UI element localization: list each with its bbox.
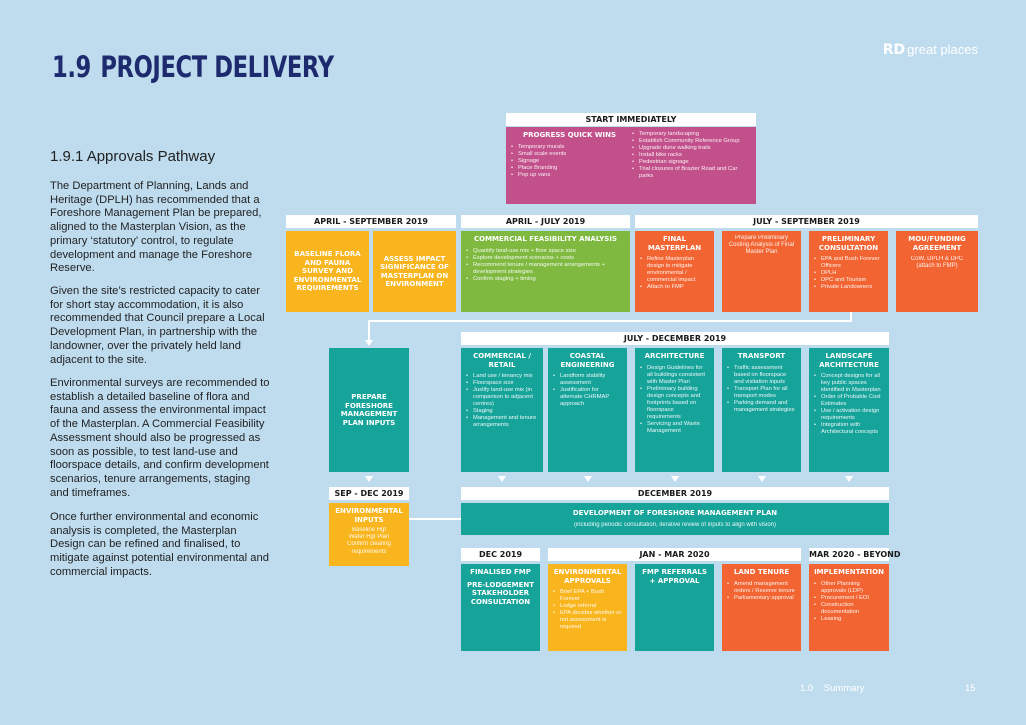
- mou-funding-box: MOU/FUNDING AGREEMENT CoW, DPLH & DPC (a…: [896, 231, 978, 312]
- baseline-flora-box: BASELINE FLORA AND FAUNA SURVEY AND ENVI…: [286, 231, 369, 312]
- prepare-fmp-inputs-box: PREPARE FORESHORE MANAGEMENT PLAN INPUTS: [329, 348, 409, 472]
- phase-header: APRIL - SEPTEMBER 2019: [286, 215, 456, 228]
- intro-paragraph: Environmental surveys are recommended to…: [50, 377, 270, 499]
- arrow-down-icon: [845, 476, 853, 482]
- environmental-approvals-box: ENVIRONMENTAL APPROVALS Brief EPA + Bush…: [548, 564, 627, 651]
- phase-header: DEC 2019: [461, 548, 540, 561]
- arrow-down-icon: [365, 476, 373, 482]
- connector-line: [368, 320, 370, 340]
- arrow-down-icon: [671, 476, 679, 482]
- quick-wins-box: PROGRESS QUICK WINS Temporary muralsSmal…: [506, 127, 756, 204]
- phase-header: DECEMBER 2019: [461, 487, 889, 500]
- transport-box: TRANSPORT Traffic assessment based on fl…: [722, 348, 801, 472]
- land-tenure-box: LAND TENURE Amend management orders / Re…: [722, 564, 801, 651]
- phase-header: APRIL - JULY 2019: [461, 215, 630, 228]
- phase-header: MAR 2020 - BEYOND: [809, 548, 901, 561]
- phase-header: JULY - DECEMBER 2019: [461, 332, 889, 345]
- development-fmp-box: DEVELOPMENT OF FORESHORE MANAGEMENT PLAN…: [461, 503, 889, 535]
- environmental-inputs-box: ENVIRONMENTAL INPUTS Baseline Hgt Water …: [329, 503, 409, 566]
- arrow-down-icon: [584, 476, 592, 482]
- page-number: 15: [965, 683, 976, 694]
- final-masterplan-box: FINAL MASTERPLAN Refine Masterplan desig…: [635, 231, 714, 312]
- intro-paragraph: Once further environmental and economic …: [50, 511, 269, 578]
- quick-wins-list-left: Temporary muralsSmall scale eventsSignag…: [511, 144, 628, 179]
- quick-wins-list-right: Temporary landscapingEstablish Community…: [632, 131, 751, 200]
- arrow-down-icon: [365, 340, 373, 346]
- connector-line: [409, 518, 461, 520]
- preliminary-consultation-box: PRELIMINARY CONSULTATION EPA and Bush Fo…: [809, 231, 888, 312]
- finalised-fmp-box: FINALISED FMP PRE-LODGEMENT STAKEHOLDER …: [461, 564, 540, 651]
- arrow-down-icon: [498, 476, 506, 482]
- intro-paragraph: Given the site’s restricted capacity to …: [50, 285, 265, 366]
- preliminary-costing-box: Prepare Preliminary Costing Analysis of …: [722, 231, 801, 312]
- phase-header: START IMMEDIATELY: [506, 113, 756, 126]
- section-subheading: 1.9.1 Approvals Pathway: [50, 148, 216, 165]
- fmp-referrals-box: FMP REFERRALS + APPROVAL: [635, 564, 714, 651]
- arrow-down-icon: [758, 476, 766, 482]
- intro-paragraph: The Department of Planning, Lands and He…: [50, 180, 262, 275]
- commercial-retail-box: COMMERCIAL / RETAIL Land use / tenancy m…: [461, 348, 543, 472]
- phase-header: JULY - SEPTEMBER 2019: [635, 215, 978, 228]
- commercial-feasibility-box: COMMERCIAL FEASIBILITY ANALYSIS Quantify…: [461, 231, 630, 312]
- phase-header: JAN - MAR 2020: [548, 548, 801, 561]
- phase-header: SEP - DEC 2019: [329, 487, 409, 500]
- assess-impact-box: ASSESS IMPACT SIGNIFICANCE OF MASTERPLAN…: [373, 231, 456, 312]
- quick-wins-title: PROGRESS QUICK WINS: [522, 131, 617, 139]
- coastal-engineering-box: COASTAL ENGINEERING Landform stability a…: [548, 348, 627, 472]
- footer-section-label: 1.0 Summary: [800, 683, 865, 694]
- connector-line: [368, 320, 852, 322]
- implementation-box: IMPLEMENTATION Other Planning approvals …: [809, 564, 889, 651]
- connector-line: [850, 312, 852, 322]
- landscape-architecture-box: LANDSCAPE ARCHITECTURE Concept designs f…: [809, 348, 889, 472]
- architecture-box: ARCHITECTURE Design Guidelines for all b…: [635, 348, 714, 472]
